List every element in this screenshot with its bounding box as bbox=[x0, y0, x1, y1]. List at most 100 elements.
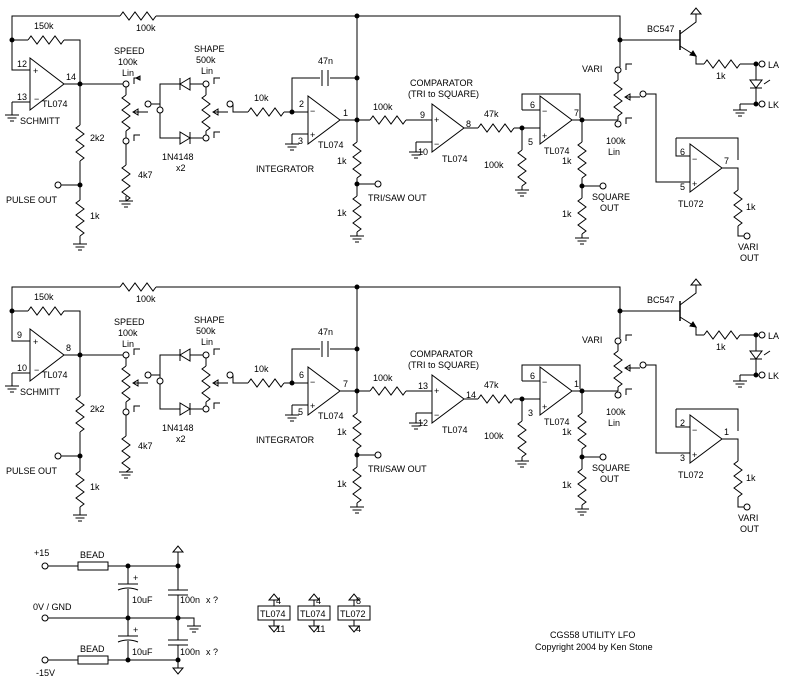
speed-taper: Lin bbox=[122, 339, 134, 349]
schmitt-ic: TL074 bbox=[42, 99, 68, 109]
comp-label-1: COMPARATOR bbox=[410, 78, 474, 88]
vari-pot-terminal[interactable] bbox=[614, 66, 622, 74]
speed-value: 100k bbox=[118, 328, 138, 338]
la-terminal[interactable] bbox=[758, 60, 766, 68]
r-47k-label: 47k bbox=[484, 380, 499, 390]
lk-terminal[interactable] bbox=[758, 371, 766, 379]
r-1k-pulse-label: 1k bbox=[90, 482, 100, 492]
plus15-terminal[interactable] bbox=[41, 562, 49, 570]
r-comp-in-label: 100k bbox=[373, 102, 393, 112]
r-comp-in-label: 100k bbox=[373, 373, 393, 383]
comp-plus: + bbox=[434, 115, 439, 125]
vari-label: VARI bbox=[582, 64, 602, 74]
r-100k-sq-label: 100k bbox=[484, 431, 504, 441]
comp-label-2: (TRI to SQUARE) bbox=[408, 89, 479, 99]
vari-taper: Lin bbox=[608, 147, 620, 157]
ic-power-2-top: 4 bbox=[316, 596, 321, 606]
r-sq-1-label: 1k bbox=[562, 156, 572, 166]
comp-minus: − bbox=[434, 139, 439, 149]
vari-out-jack[interactable] bbox=[743, 232, 751, 240]
pulse-out-jack[interactable] bbox=[54, 181, 62, 189]
ic-power-2-bottom: 11 bbox=[316, 624, 325, 634]
out-pin-pos: 3 bbox=[680, 453, 685, 463]
schmitt-pin-neg: 13 bbox=[17, 92, 27, 102]
r-4k7-label: 4k7 bbox=[138, 170, 153, 180]
square-out-jack[interactable] bbox=[599, 182, 607, 190]
comp-pin-out: 8 bbox=[466, 119, 471, 129]
shape-pot-terminal[interactable] bbox=[202, 80, 210, 88]
out-pin-pos: 5 bbox=[680, 182, 685, 192]
tri-out-jack[interactable] bbox=[374, 451, 382, 459]
speed-pot-terminal[interactable] bbox=[122, 80, 130, 88]
comp-pin-in: 13 bbox=[418, 381, 428, 391]
comp-pin-ref: 12 bbox=[418, 418, 428, 428]
r-10k-label: 10k bbox=[254, 93, 269, 103]
out-minus: − bbox=[692, 425, 697, 435]
cap-elec-top-label: 10uF bbox=[132, 595, 153, 605]
vari-pot-terminal[interactable] bbox=[614, 337, 622, 345]
r-sq-2-label: 1k bbox=[562, 209, 572, 219]
r-4k7-label: 4k7 bbox=[138, 441, 153, 451]
cap-int-label: 47n bbox=[318, 56, 333, 66]
schmitt-label: SCHMITT bbox=[20, 116, 60, 126]
gnd-label: 0V / GND bbox=[33, 602, 72, 612]
speed-pot-terminal[interactable] bbox=[122, 351, 130, 359]
out-pin-out: 7 bbox=[724, 156, 729, 166]
r-led-label: 1k bbox=[716, 71, 726, 81]
out-pin-neg: 2 bbox=[680, 418, 685, 428]
plus15-label: +15 bbox=[34, 548, 49, 558]
minus15-terminal[interactable] bbox=[41, 656, 49, 664]
r-tri-2-label: 1k bbox=[337, 208, 347, 218]
cap-int-label: 47n bbox=[318, 327, 333, 337]
buf-ic: TL074 bbox=[544, 146, 570, 156]
out-plus: + bbox=[692, 179, 697, 189]
la-label: LA bbox=[768, 331, 779, 341]
r-tri-2-label: 1k bbox=[337, 479, 347, 489]
int-pin-neg: 6 bbox=[299, 370, 304, 380]
comp-plus: + bbox=[434, 386, 439, 396]
r-vari-out-label: 1k bbox=[746, 202, 756, 212]
buf-pin-b: 3 bbox=[528, 408, 533, 418]
shape-taper: Lin bbox=[201, 337, 213, 347]
r-led-label: 1k bbox=[716, 342, 726, 352]
vari-out-1: VARI bbox=[738, 242, 758, 252]
r-sq-2-label: 1k bbox=[562, 480, 572, 490]
shape-value: 500k bbox=[196, 55, 216, 65]
int-plus: + bbox=[310, 401, 315, 411]
speed-label: SPEED bbox=[114, 46, 145, 56]
bead-top-label: BEAD bbox=[80, 550, 105, 560]
int-plus: + bbox=[310, 130, 315, 140]
vari-label: VARI bbox=[582, 335, 602, 345]
ic-power-1-name: TL074 bbox=[260, 609, 286, 619]
lk-label: LK bbox=[768, 100, 779, 110]
out-minus: − bbox=[692, 154, 697, 164]
shape-value: 500k bbox=[196, 326, 216, 336]
title-block: CGS58 UTILITY LFO Copyright 2004 by Ken … bbox=[535, 630, 653, 652]
lk-terminal[interactable] bbox=[758, 100, 766, 108]
buf-pin-a: 6 bbox=[530, 100, 535, 110]
tri-out-jack[interactable] bbox=[374, 180, 382, 188]
r-10k-label: 10k bbox=[254, 364, 269, 374]
comp-pin-ref: 10 bbox=[418, 147, 428, 157]
vari-out-2: OUT bbox=[740, 253, 760, 263]
vari-out-1: VARI bbox=[738, 513, 758, 523]
diode-count: x2 bbox=[176, 434, 186, 444]
polarity-bottom: + bbox=[133, 625, 138, 635]
r-schmitt-label: 150k bbox=[34, 292, 54, 302]
shape-pot-terminal[interactable] bbox=[202, 351, 210, 359]
ic-power-block-2: 4 TL074 11 bbox=[297, 593, 331, 634]
vari-out-jack[interactable] bbox=[743, 503, 751, 511]
square-out-1: SQUARE bbox=[592, 463, 630, 473]
int-label: INTEGRATOR bbox=[256, 435, 315, 445]
pulse-out-jack[interactable] bbox=[54, 452, 62, 460]
diode-label: 1N4148 bbox=[162, 423, 194, 433]
diode-label: 1N4148 bbox=[162, 152, 194, 162]
out-plus: + bbox=[692, 450, 697, 460]
r-schmitt-label: 150k bbox=[34, 21, 54, 31]
la-terminal[interactable] bbox=[758, 331, 766, 339]
buf-pin-b: 5 bbox=[528, 137, 533, 147]
square-out-jack[interactable] bbox=[599, 453, 607, 461]
comp-ic: TL074 bbox=[442, 425, 468, 435]
gnd-terminal[interactable] bbox=[41, 614, 49, 622]
schematic-title: CGS58 UTILITY LFO bbox=[550, 630, 635, 640]
